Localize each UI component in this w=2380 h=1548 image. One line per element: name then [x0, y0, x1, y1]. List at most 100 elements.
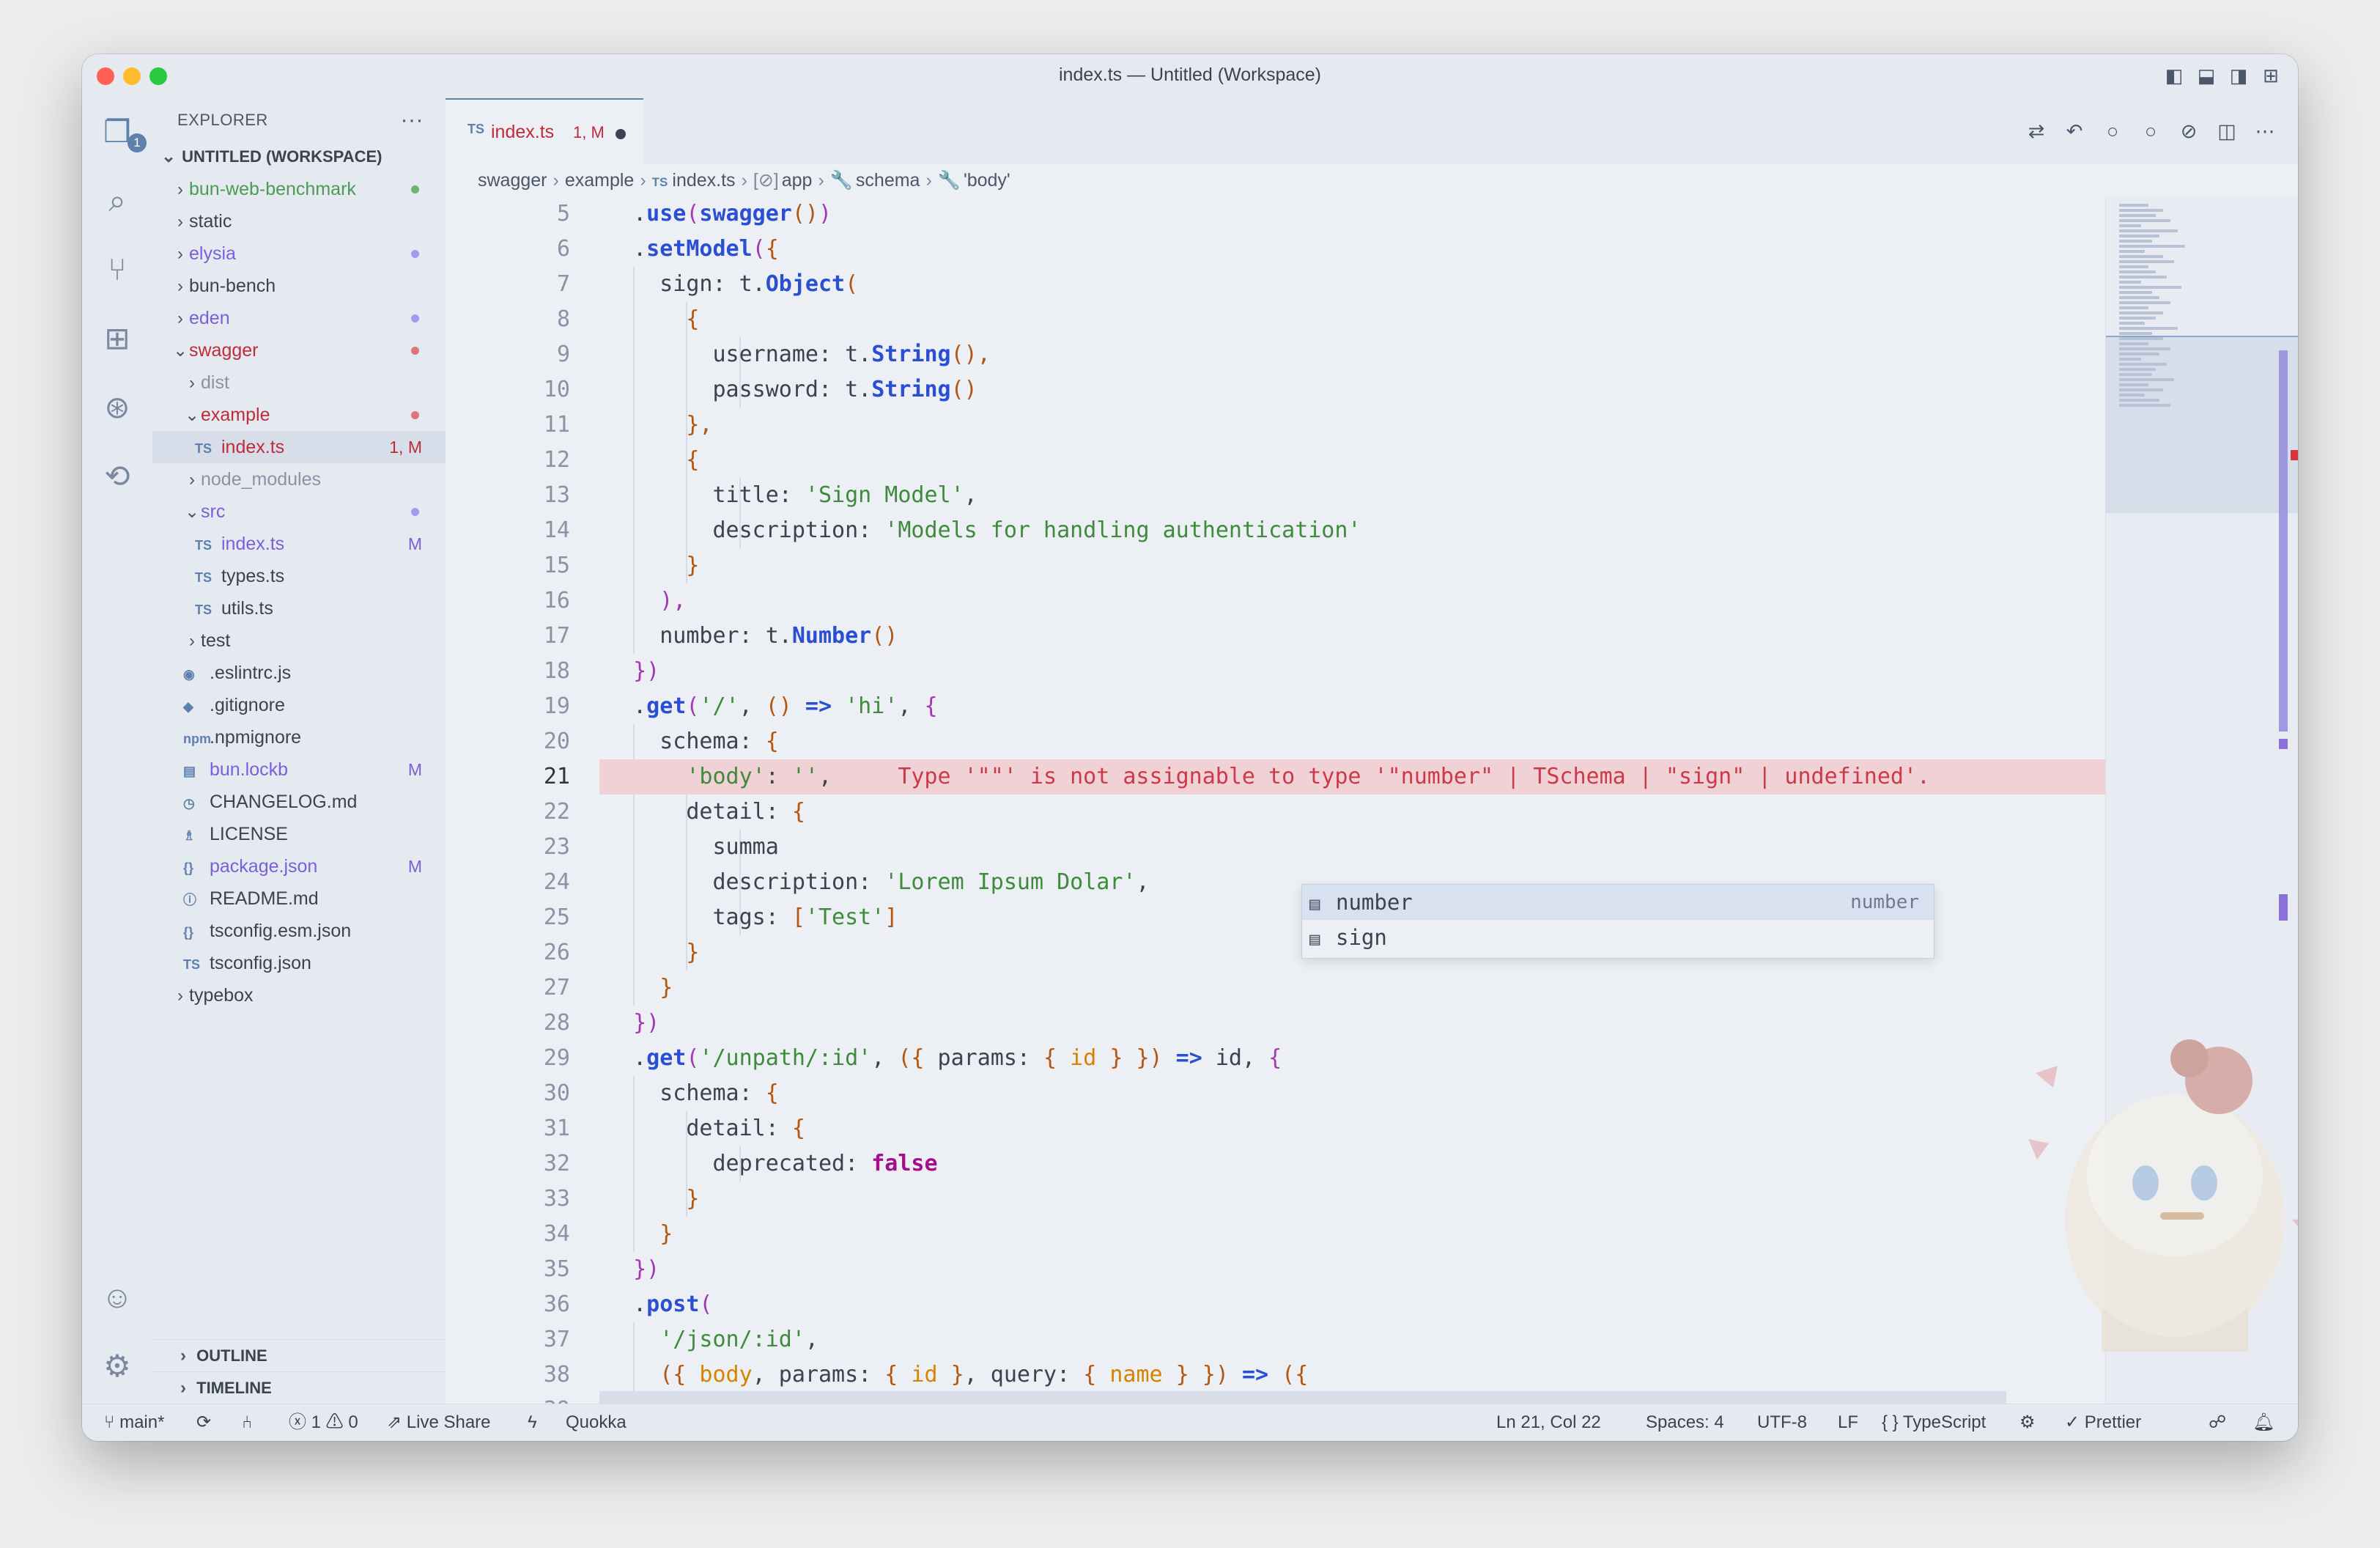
search-icon[interactable]: ⌕ [108, 183, 126, 218]
code-line[interactable]: 8{ [446, 302, 2189, 337]
code-line[interactable]: 27} [446, 970, 2189, 1006]
breadcrumb-body[interactable]: 'body' [963, 170, 1010, 191]
suggest-item[interactable]: ▤sign [1302, 920, 1934, 955]
tree-item[interactable]: ›typebox [152, 979, 446, 1011]
more-actions-icon[interactable]: ⋯ [2255, 120, 2275, 142]
code-line[interactable]: 28}) [446, 1006, 2189, 1041]
remote-explorer-icon[interactable]: ⟲ [104, 459, 130, 493]
more-actions-icon[interactable]: ··· [400, 108, 424, 132]
branch-status[interactable]: ⑂ main* [104, 1404, 164, 1441]
tree-item[interactable]: ›bun-web-benchmark [152, 173, 446, 205]
feedback-icon[interactable]: ☍ [2209, 1412, 2227, 1432]
code-line[interactable]: 33} [446, 1182, 2189, 1217]
code-line[interactable]: 36.post( [446, 1287, 2189, 1322]
minimize-window-button[interactable] [123, 67, 141, 85]
next-change-icon[interactable]: ○ [2144, 120, 2157, 142]
tree-item[interactable]: ›elysia [152, 237, 446, 270]
code-line[interactable]: 37'/json/:id', [446, 1322, 2189, 1357]
source-control-icon[interactable]: ⑂ [108, 252, 127, 287]
extensions-icon[interactable]: ⊞ [104, 321, 130, 355]
timeline-section[interactable]: › TIMELINE [152, 1371, 446, 1404]
breadcrumb-example[interactable]: example [564, 170, 635, 191]
problems-status[interactable]: ⓧ 1 ⚠ 0 [289, 1412, 358, 1432]
toggle-secondary-sidebar-icon[interactable]: ◨ [2229, 64, 2248, 86]
notifications-bell-icon[interactable]: 🔔︎ [2252, 1412, 2275, 1432]
quokka-icon[interactable]: ϟ [528, 1412, 537, 1432]
breadcrumb-schema[interactable]: schema [855, 170, 920, 191]
code-line[interactable]: 35}) [446, 1252, 2189, 1287]
tree-item[interactable]: ›test [152, 624, 446, 657]
code-line[interactable]: 12{ [446, 443, 2189, 478]
split-editor-icon[interactable]: ◫ [2217, 120, 2236, 142]
code-line[interactable]: 16), [446, 583, 2189, 619]
gear-icon[interactable]: ⚙ [2019, 1412, 2036, 1432]
tree-item[interactable]: {}tsconfig.esm.json [152, 915, 446, 947]
breadcrumb-file[interactable]: index.ts [672, 170, 736, 191]
tree-item[interactable]: ◉.eslintrc.js [152, 657, 446, 689]
quokka-status[interactable]: Quokka [566, 1412, 627, 1432]
maximize-window-button[interactable] [149, 67, 167, 85]
live-share-status[interactable]: ⇗ Live Share [387, 1404, 491, 1441]
open-changes-icon[interactable]: ⇄ [2028, 120, 2045, 142]
tree-item[interactable]: ◷CHANGELOG.md [152, 786, 446, 818]
settings-gear-icon[interactable]: ⚙ [103, 1349, 131, 1383]
tree-item[interactable]: ◆.gitignore [152, 689, 446, 721]
code-line[interactable]: 38({ body, params: { id }, query: { name… [446, 1357, 2189, 1393]
previous-change-icon[interactable]: ○ [2106, 120, 2119, 142]
toggle-primary-sidebar-icon[interactable]: ◧ [2165, 64, 2184, 86]
code-line[interactable]: 34} [446, 1217, 2189, 1252]
tree-item[interactable]: ›dist [152, 366, 446, 399]
encoding-status[interactable]: UTF-8 [1757, 1412, 1807, 1432]
git-graph-icon[interactable]: ⑃ [242, 1412, 253, 1432]
tree-item[interactable]: ⌄example [152, 399, 446, 431]
code-line[interactable]: 26} [446, 935, 2189, 970]
tree-item[interactable]: ›static [152, 205, 446, 237]
unsaved-dot-icon[interactable] [616, 129, 626, 139]
code-line[interactable]: 5.use(swagger()) [446, 196, 2189, 232]
tree-item[interactable]: ›node_modules [152, 463, 446, 495]
go-back-icon[interactable]: ↶ [2066, 120, 2083, 142]
git-graph-icon[interactable]: ⊛ [104, 390, 130, 424]
breadcrumb-swagger[interactable]: swagger [478, 170, 547, 191]
indentation-status[interactable]: Spaces: 4 [1646, 1412, 1724, 1432]
outline-section[interactable]: › OUTLINE [152, 1339, 446, 1372]
code-line[interactable]: 11}, [446, 408, 2189, 443]
customize-layout-icon[interactable]: ⊞ [2263, 64, 2279, 86]
eol-status[interactable]: LF [1838, 1412, 1859, 1432]
language-mode[interactable]: { } TypeScript [1882, 1412, 1987, 1432]
tree-item[interactable]: ♗LICENSE [152, 818, 446, 850]
scrollbar-thumb[interactable] [2279, 350, 2288, 731]
horizontal-scrollbar[interactable] [599, 1391, 2006, 1404]
account-icon[interactable]: ☺ [101, 1280, 133, 1314]
cursor-position[interactable]: Ln 21, Col 22 [1496, 1412, 1601, 1432]
breadcrumb-app[interactable]: app [781, 170, 813, 191]
prettier-status[interactable]: ✓ Prettier [2065, 1412, 2142, 1432]
tree-item[interactable]: ⌄swagger [152, 334, 446, 366]
tree-item[interactable]: ⌄src [152, 495, 446, 528]
code-line[interactable]: 21'body': '',Type '""' is not assignable… [446, 759, 2189, 795]
code-line[interactable]: 18}) [446, 654, 2189, 689]
sync-icon[interactable]: ⟳ [196, 1412, 212, 1432]
code-line[interactable]: 6.setModel({ [446, 232, 2189, 267]
tree-item[interactable]: npm.npmignore [152, 721, 446, 753]
code-line[interactable]: 29.get('/unpath/:id', ({ params: { id } … [446, 1041, 2189, 1076]
tree-item[interactable]: ›bun-bench [152, 270, 446, 302]
